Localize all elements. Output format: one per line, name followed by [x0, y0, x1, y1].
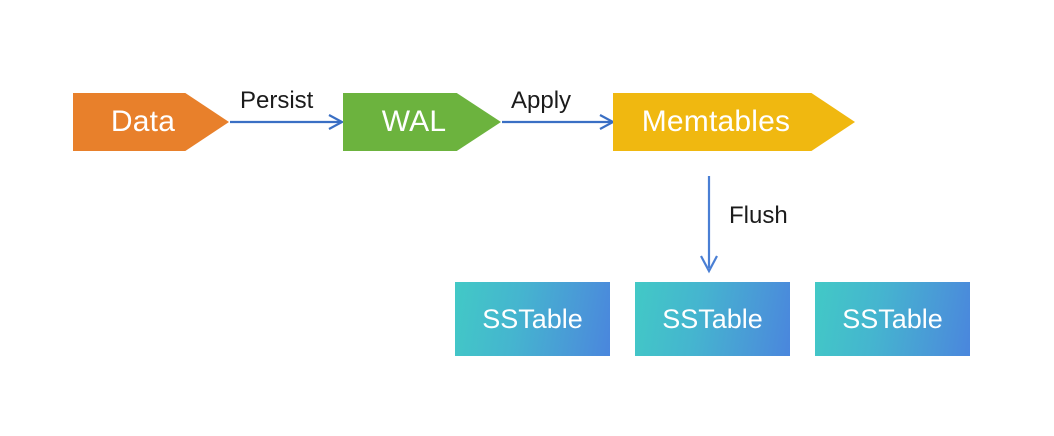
- node-data-label: Data: [110, 105, 176, 138]
- node-sstable-2-label: SSTable: [662, 303, 763, 334]
- node-sstable-3-label: SSTable: [842, 303, 943, 334]
- node-sstable-1[interactable]: SSTable: [455, 282, 610, 356]
- node-sstable-2[interactable]: SSTable: [635, 282, 790, 356]
- node-wal[interactable]: WAL: [343, 93, 501, 151]
- node-memtables[interactable]: Memtables: [613, 93, 855, 151]
- node-data[interactable]: Data: [73, 93, 229, 151]
- node-memtables-label: Memtables: [641, 105, 791, 138]
- arrow-apply: [502, 114, 616, 130]
- node-wal-label: WAL: [381, 105, 447, 138]
- arrow-flush: [700, 176, 718, 274]
- edge-label-apply: Apply: [511, 87, 572, 114]
- edge-label-flush: Flush: [729, 202, 788, 229]
- node-sstable-1-label: SSTable: [482, 303, 583, 334]
- edge-label-persist: Persist: [240, 87, 314, 114]
- arrow-persist: [230, 114, 345, 130]
- node-sstable-3[interactable]: SSTable: [815, 282, 970, 356]
